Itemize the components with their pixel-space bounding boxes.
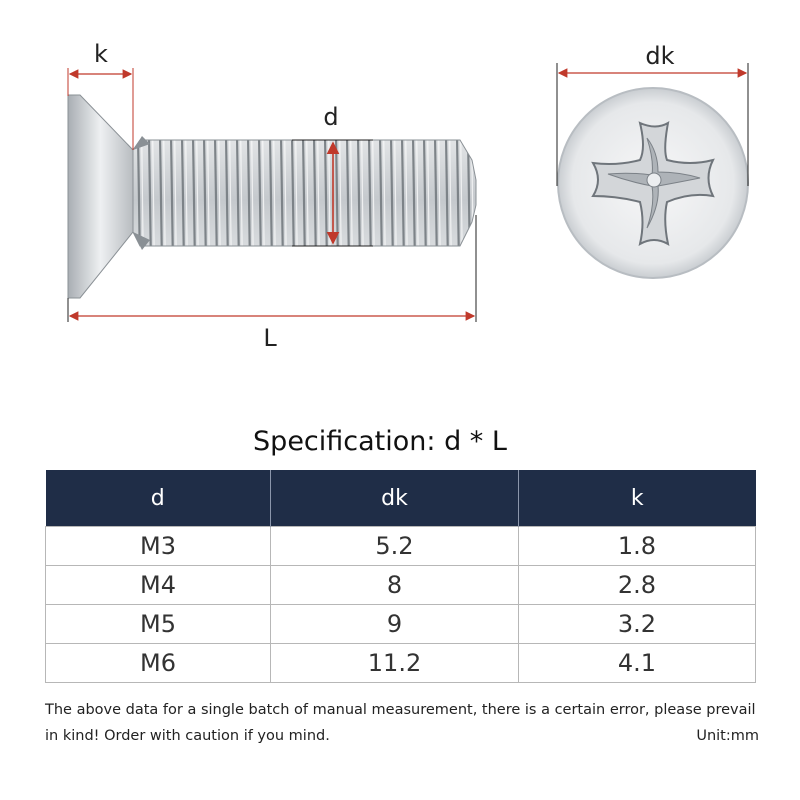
dimension-k: k: [67, 40, 134, 150]
table-cell: 8: [270, 565, 519, 605]
label-L: L: [263, 324, 277, 352]
table-row: M4 8 2.8: [45, 565, 756, 605]
screw-thread-shank: [132, 139, 477, 247]
table-row: M5 9 3.2: [45, 604, 756, 644]
table-header-row: d dk k: [45, 470, 756, 527]
table-cell: 9: [270, 604, 519, 644]
table-cell: M3: [45, 526, 271, 566]
label-k: k: [94, 40, 108, 68]
phillips-recess: [591, 121, 715, 246]
screw-top-view: [557, 87, 749, 279]
screw-dimension-diagram: k d L dk: [67, 40, 749, 352]
dimension-d: d: [292, 103, 373, 247]
table-row: M6 11.2 4.1: [45, 643, 756, 683]
table-cell: 2.8: [518, 565, 756, 605]
table-cell: 3.2: [518, 604, 756, 644]
measurement-note: The above data for a single batch of man…: [45, 702, 756, 744]
column-header-d: d: [45, 470, 271, 527]
dimension-L: L: [67, 215, 477, 352]
screw-head-countersunk: [67, 94, 134, 299]
label-d: d: [323, 103, 338, 131]
spec-table: d dk k M3 5.2 1.8 M4 8 2.8 M5 9 3.2 M6 1…: [45, 470, 756, 683]
dimension-dk: dk: [556, 42, 749, 186]
table-cell: 11.2: [270, 643, 519, 683]
table-cell: M6: [45, 643, 271, 683]
column-header-k: k: [518, 470, 756, 527]
column-header-dk: dk: [270, 470, 519, 527]
table-cell: 1.8: [518, 526, 756, 566]
screw-side-view: [67, 94, 477, 299]
table-row: M3 5.2 1.8: [45, 526, 756, 566]
table-cell: M5: [45, 604, 271, 644]
unit-label: Unit:mm: [696, 728, 759, 744]
table-cell: M4: [45, 565, 271, 605]
table-cell: 4.1: [518, 643, 756, 683]
table-cell: 5.2: [270, 526, 519, 566]
label-dk: dk: [645, 42, 674, 70]
spec-title: Specification: d * L: [253, 426, 507, 457]
